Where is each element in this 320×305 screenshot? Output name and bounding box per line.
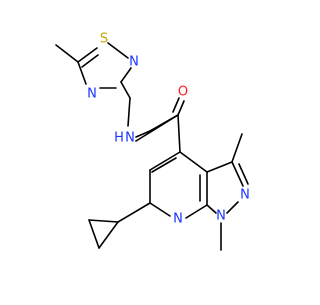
atom-label-pyrazole-n2: N	[240, 188, 250, 203]
structure-svg: S N N N H O N N N	[55, 32, 250, 251]
bond	[77, 61, 87, 85]
molecule-diagram: S N N N H O N N N	[55, 32, 250, 251]
bond	[107, 42, 129, 59]
bond	[117, 202, 151, 223]
bond	[185, 204, 208, 219]
atom-label-pyridine-n: N	[173, 212, 183, 227]
bond	[206, 161, 233, 173]
bond	[88, 219, 119, 223]
bond	[81, 54, 99, 68]
bond	[231, 133, 243, 163]
bond	[177, 114, 181, 153]
bond	[149, 151, 181, 171]
atom-label-layer: S N N N H O N N N	[87, 32, 250, 227]
bond	[77, 47, 98, 63]
bond	[226, 201, 239, 214]
bond	[135, 114, 179, 142]
bond	[238, 163, 249, 185]
bond	[98, 221, 119, 249]
atom-label-carbonyl-o: O	[178, 85, 188, 100]
bond	[179, 151, 208, 173]
bond	[120, 81, 131, 99]
atom-label-amide-h: H	[114, 131, 124, 146]
bond	[206, 204, 217, 214]
bond	[177, 100, 185, 116]
bond	[149, 202, 171, 217]
bond	[151, 157, 177, 173]
bond	[172, 97, 180, 113]
atom-label-s: S	[100, 32, 108, 47]
bond	[88, 219, 100, 249]
bond	[231, 161, 244, 187]
atom-label-pyrazole-n1: N	[216, 209, 226, 224]
bond	[55, 44, 79, 63]
bond-layer	[55, 42, 249, 251]
atom-label-n4: N	[87, 87, 97, 102]
atom-label-amide-n: N	[125, 131, 135, 146]
bond	[120, 67, 132, 83]
atom-label-n2: N	[129, 55, 139, 70]
bond	[127, 97, 131, 127]
bond	[135, 130, 151, 138]
